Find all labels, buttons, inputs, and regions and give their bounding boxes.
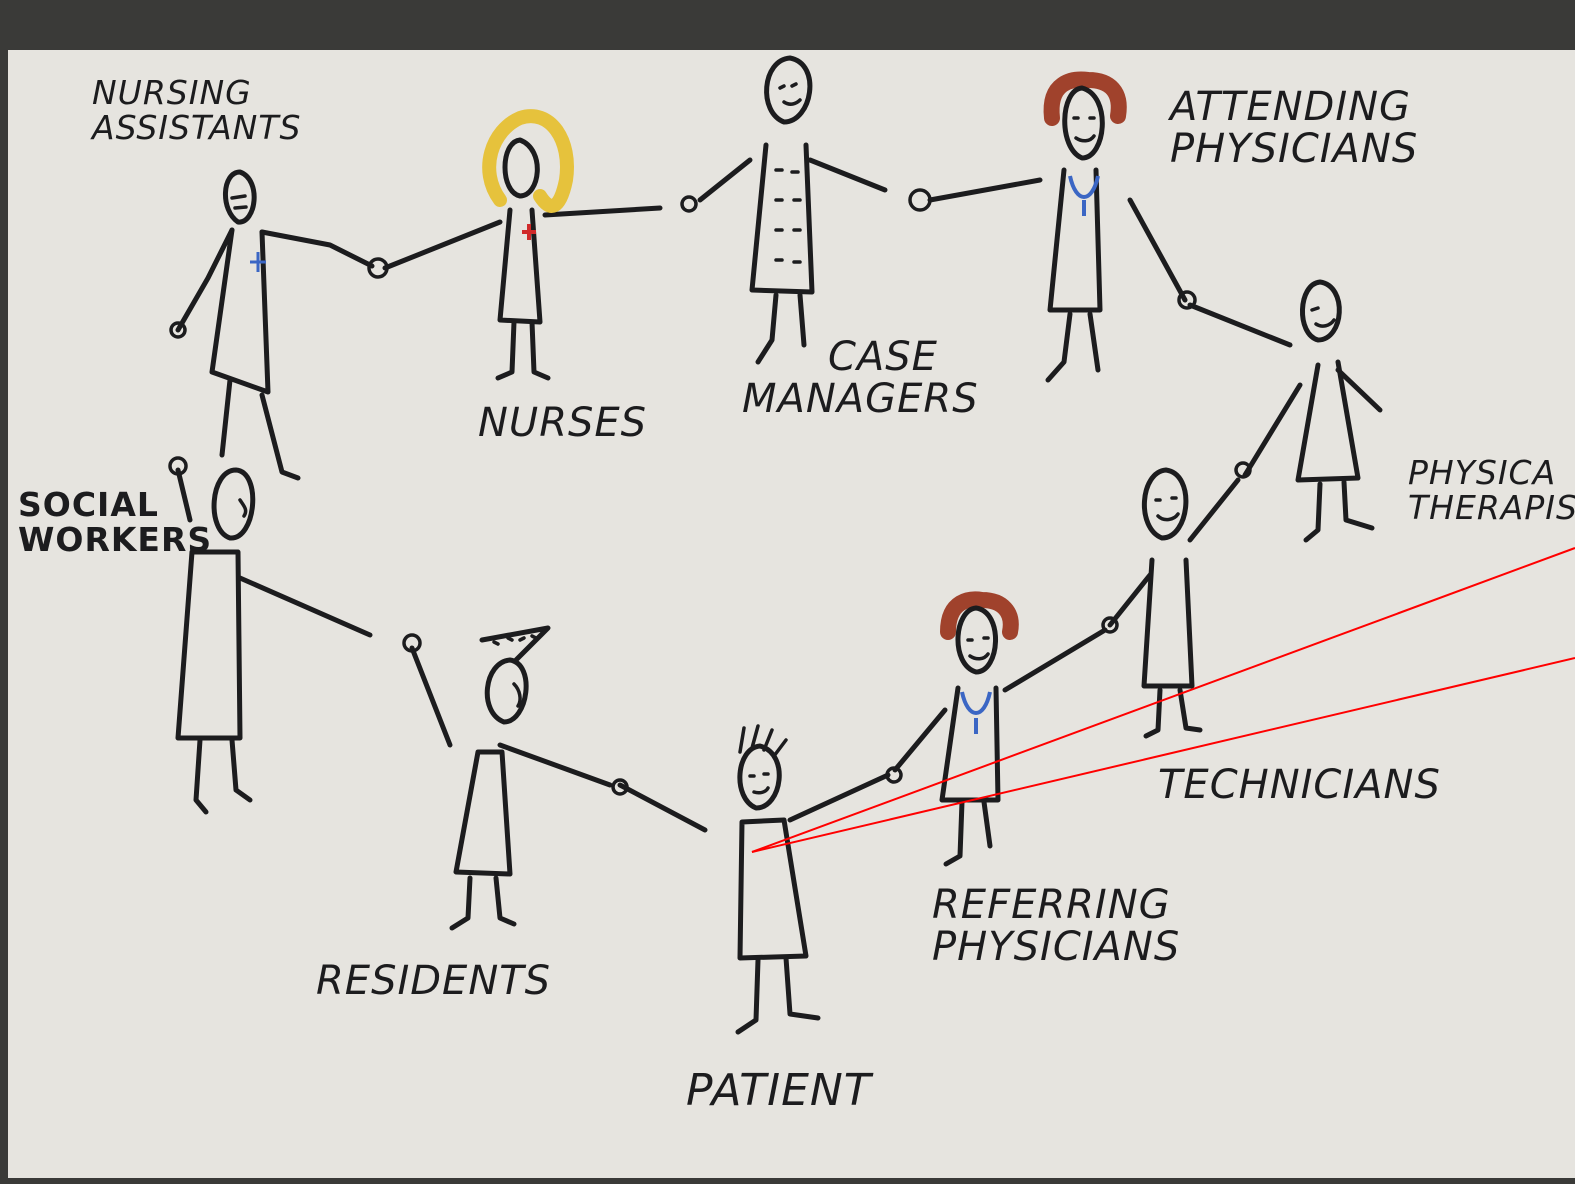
label-nurses: NURSES — [478, 402, 647, 444]
label-line: NURSING — [92, 73, 252, 112]
resident-figure — [449, 625, 551, 931]
physical-therapist-figure — [1295, 279, 1383, 543]
label-referring-physicians: REFERRING PHYSICIANS — [932, 884, 1180, 968]
technician-figure — [1141, 467, 1203, 739]
label-case-managers: CASE MANAGERS — [742, 336, 979, 420]
attending-physician-figure — [1043, 71, 1127, 383]
label-physical-therapists: PHYSICA THERAPIS — [1408, 453, 1575, 527]
label-line: PHYSICIANS — [932, 924, 1181, 970]
label-line: ATTENDING — [1170, 84, 1412, 130]
patient-figure — [735, 724, 821, 1035]
label-line: SOCIAL — [18, 485, 159, 524]
label-line: REFERRING — [932, 882, 1171, 928]
social-worker-figure — [175, 467, 256, 815]
referring-physician-figure — [939, 591, 1019, 867]
label-nursing-assistants: NURSING ASSISTANTS — [92, 73, 302, 147]
label-line: PATIENT — [686, 1065, 872, 1116]
nurse-figure — [482, 109, 574, 381]
label-social-workers: SOCIAL WORKERS — [18, 485, 213, 559]
label-line: TECHNICIANS — [1158, 762, 1441, 808]
label-patient: PATIENT — [686, 1065, 872, 1116]
label-technicians: TECHNICIANS — [1158, 764, 1441, 806]
label-attending-physicians: ATTENDING PHYSICIANS — [1170, 86, 1418, 170]
linked-arms — [175, 157, 1303, 833]
label-residents: RESIDENTS — [316, 960, 551, 1002]
label-line: MANAGERS — [742, 376, 979, 422]
pointer-lines — [751, 547, 1575, 853]
label-line: WORKERS — [18, 519, 213, 559]
label-line: PHYSICA — [1408, 453, 1557, 492]
label-line: CASE — [828, 334, 938, 380]
paper-sheet — [8, 50, 1575, 1178]
label-line: RESIDENTS — [316, 958, 552, 1004]
case-manager-figure — [749, 55, 815, 365]
label-line: ASSISTANTS — [92, 107, 302, 147]
label-line: NURSES — [478, 400, 648, 446]
nursing-assistant-figure — [175, 169, 301, 481]
label-line: PHYSICIANS — [1170, 126, 1419, 172]
label-line: THERAPIS — [1408, 487, 1575, 527]
hands — [168, 188, 1252, 796]
